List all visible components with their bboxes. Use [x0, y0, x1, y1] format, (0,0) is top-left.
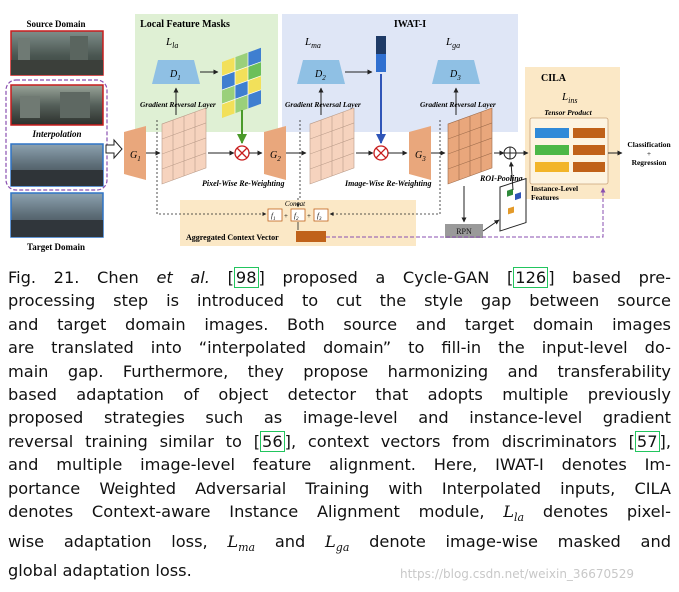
classification-label: Classification	[627, 140, 671, 149]
f3-box	[313, 208, 329, 222]
citation-98[interactable]: 98	[233, 267, 259, 288]
image-wise-label: Image-Wise Re-Weighting	[344, 179, 431, 188]
svg-text:G1: G1	[130, 150, 141, 163]
caption-line-7: proposed strategies such as image-level …	[8, 408, 671, 428]
citation-126[interactable]: 126	[513, 267, 549, 288]
svg-text:f2: f2	[294, 212, 299, 222]
image-weight-vector	[376, 36, 386, 54]
grl-label-3: Gradient Reversal Layer	[420, 100, 496, 109]
iwat-i-title: IWAT-I	[394, 19, 426, 30]
feature-map-3	[447, 107, 493, 185]
citation-57[interactable]: 57	[634, 430, 660, 452]
caption-line-12: wise adaptation loss, Lma and Lga denote…	[8, 531, 671, 554]
regression-label: Regression	[632, 158, 668, 167]
svg-text:G3: G3	[415, 150, 426, 163]
cila-title: CILA	[541, 73, 567, 84]
context-vector-bar	[296, 231, 326, 242]
roi-pooling-label: ROI-Pooling	[479, 174, 523, 183]
f1-box	[267, 208, 283, 222]
d2-discriminator	[297, 60, 345, 84]
architecture-diagram: Source Domain Interpolation Target Domai…	[5, 14, 671, 252]
concat-label: Concat	[285, 200, 306, 208]
source-domain-label: Source Domain	[26, 19, 85, 29]
g1-generator	[124, 126, 146, 180]
watermark: https://blog.csdn.net/weixin_36670529	[400, 567, 635, 581]
citation-56[interactable]: 56	[260, 430, 285, 452]
grl-label-1: Gradient Reversal Layer	[140, 100, 216, 109]
feature-map-1	[161, 107, 207, 185]
input-arrow-icon	[105, 138, 123, 160]
caption-line-5: main gap. Furthermore, they propose harm…	[8, 361, 671, 381]
caption-line-10: portance Weighted Adversarial Training w…	[8, 478, 671, 498]
caption-line-2: processing step is introduced to cut the…	[8, 291, 671, 311]
svg-text:+: +	[307, 212, 311, 220]
f2-box	[290, 208, 306, 222]
caption-line-3: and target domain images. Both source an…	[8, 314, 671, 334]
svg-text:G2: G2	[270, 150, 281, 163]
svg-text:D3: D3	[449, 69, 461, 82]
caption-line-13: global adaptation loss.	[8, 561, 192, 581]
caption-line-9: and multiple image-level feature alignme…	[8, 455, 671, 475]
svg-text:f3: f3	[317, 212, 322, 222]
svg-text:f1: f1	[271, 212, 275, 222]
g3-generator	[409, 126, 431, 180]
pixel-wise-label: Pixel-Wise Re-Weighting	[202, 179, 284, 188]
interpolation-frame	[5, 79, 108, 191]
caption-line-11: denotes Context-aware Instance Alignment…	[8, 502, 671, 525]
l-ins-label: Lins	[561, 91, 577, 105]
local-mask-grid	[222, 47, 261, 118]
target-domain-label: Target Domain	[27, 242, 85, 252]
g2-generator	[264, 126, 286, 180]
feature-map-2	[309, 107, 355, 185]
rpn-box	[445, 224, 483, 238]
l-ma-label: Lma	[304, 36, 321, 50]
caption-line-1: Fig. 21. Chen et al. [98] proposed a Cyc…	[8, 267, 672, 288]
l-la-label: Lla	[165, 36, 178, 50]
tensor-product-label: Tensor Product	[544, 108, 592, 117]
plus-label: +	[647, 149, 651, 158]
svg-text:D2: D2	[314, 69, 326, 82]
local-feature-masks-title: Local Feature Masks	[140, 19, 230, 30]
interpolation-label: Interpolation	[31, 129, 81, 139]
svg-text:D1: D1	[169, 69, 181, 82]
caption-line-4: are translated into “interpolated domain…	[8, 338, 671, 358]
figure-caption: Fig. 21. Chen et al. [98] proposed a Cyc…	[8, 266, 671, 583]
grl-label-2: Gradient Reversal Layer	[285, 100, 361, 109]
aggregated-context-label: Aggregated Context Vector	[186, 233, 279, 242]
proposal-image	[499, 177, 527, 232]
svg-text:+: +	[284, 212, 288, 220]
l-ga-label: Lga	[445, 36, 460, 50]
d1-discriminator	[152, 60, 200, 84]
caption-line-6: based adaptation of object detector that…	[8, 385, 671, 405]
caption-line-8: reversal training similar to [56], conte…	[8, 430, 671, 452]
d3-discriminator	[432, 60, 480, 84]
svg-text:RPN: RPN	[456, 227, 472, 236]
